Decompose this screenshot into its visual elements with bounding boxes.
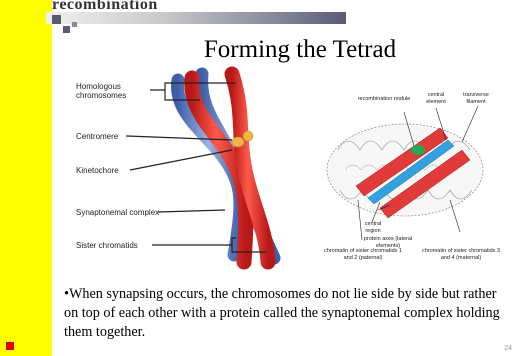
label-centromere: Centromere [76, 132, 118, 141]
synaptonemal-line [158, 210, 225, 212]
label-transverse-filament: transverse filament [458, 92, 494, 105]
label-chromatin-maternal: chromatin of sister chromatids 3 and 4 (… [420, 248, 502, 261]
red-corner-mark [6, 342, 14, 350]
kinetochore-line [130, 150, 232, 170]
body-text: •When synapsing occurs, the chromosomes … [64, 285, 510, 342]
label-homologous-chromosomes: Homologous chromosomes [76, 82, 166, 100]
label-sister-chromatids: Sister chromatids [76, 241, 138, 250]
recombination-nodule [411, 145, 425, 155]
label-recombination-nodule: recombination nodule [355, 96, 413, 103]
chromosome-illustration [178, 74, 274, 262]
synaptonemal-illustration [327, 124, 483, 218]
centromere-blob-1 [232, 137, 244, 147]
label-kinetochore: Kinetochore [76, 166, 119, 175]
page-number: 24 [504, 345, 512, 352]
label-synaptonemal-complex: Synaptonemal complex [76, 208, 159, 217]
centromere-blob-2 [243, 131, 253, 141]
label-chromatin-paternal: chromatin of sister chromatids 1 and 2 (… [322, 248, 404, 261]
label-central-element: central element [421, 92, 451, 105]
label-central-region: central region [360, 221, 386, 234]
